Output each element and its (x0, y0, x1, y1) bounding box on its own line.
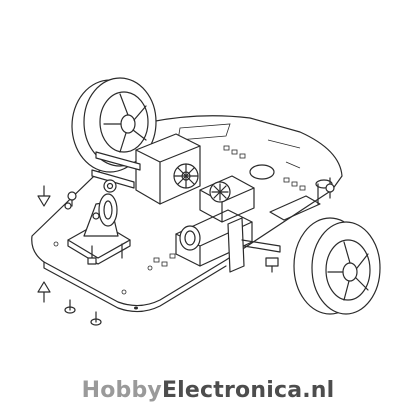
right-gear-motor (175, 175, 281, 273)
caster-wheel (67, 193, 131, 265)
watermark-part1: Hobby (81, 378, 162, 403)
mounting-screws (37, 183, 335, 326)
watermark-logo: HobbyElectronica.nl (0, 378, 416, 403)
left-wheel (71, 77, 157, 173)
watermark-part2: Electronica.nl (161, 378, 335, 403)
left-gear-motor (91, 133, 201, 205)
right-wheel (293, 217, 381, 315)
